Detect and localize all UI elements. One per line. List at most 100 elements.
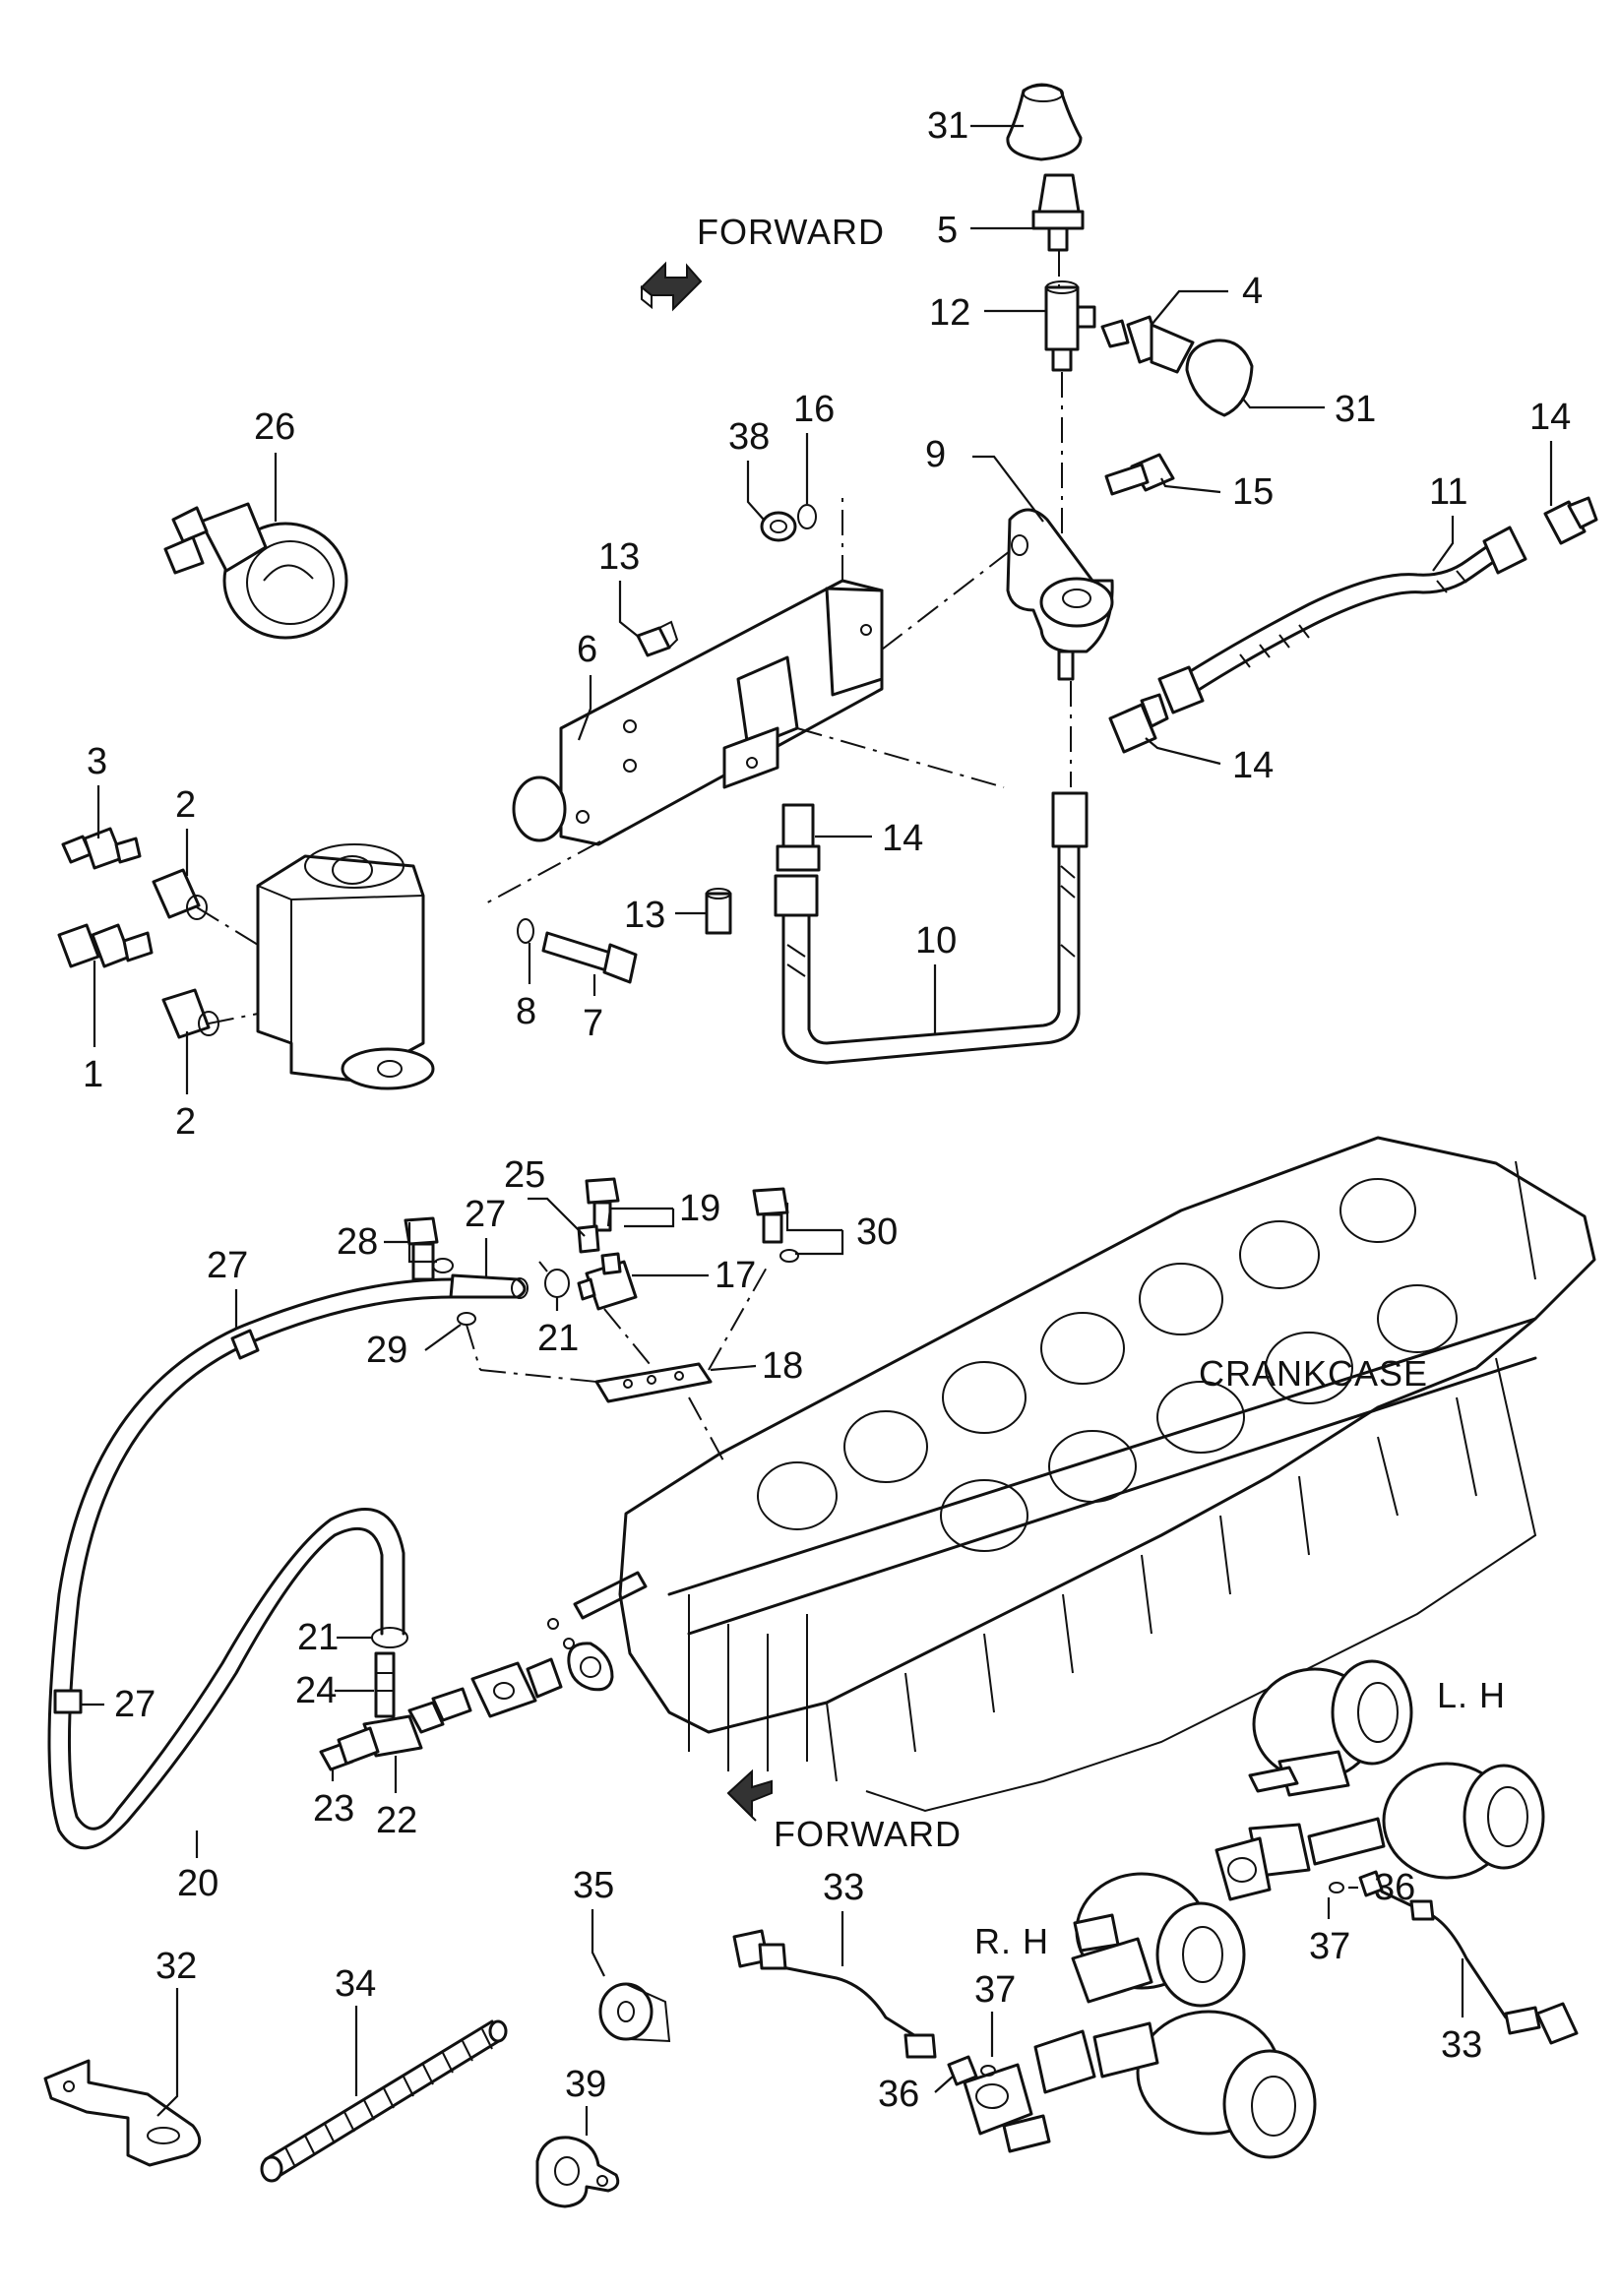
clamp-21-lower xyxy=(371,1627,408,1648)
washer-29 xyxy=(457,1312,476,1326)
pin-rod xyxy=(547,1571,648,1649)
callout-13: 13 xyxy=(598,536,640,578)
nut-38 xyxy=(760,511,797,542)
fitting-14-lower xyxy=(776,803,821,872)
callout-4: 4 xyxy=(1242,271,1263,312)
callout-13: 13 xyxy=(624,895,665,936)
flange-fitting xyxy=(470,1657,563,1718)
callout-32: 32 xyxy=(156,1946,197,1987)
spring-34 xyxy=(260,2019,508,2183)
tee-22 xyxy=(362,1687,472,1758)
callout-37: 37 xyxy=(1309,1926,1350,1967)
callout-10: 10 xyxy=(915,920,957,962)
callout-35: 35 xyxy=(573,1865,614,1906)
callout-7: 7 xyxy=(583,1003,603,1044)
callout-3: 3 xyxy=(87,741,107,782)
crankcase-label: CRANKCASE xyxy=(1199,1353,1428,1394)
callout-18: 18 xyxy=(762,1345,803,1387)
cap-31-lower xyxy=(1185,339,1254,417)
gauge-26 xyxy=(163,502,348,640)
callout-14: 14 xyxy=(882,818,923,859)
callout-29: 29 xyxy=(366,1330,407,1371)
plug-13-upper xyxy=(636,620,679,657)
cable-33-lh xyxy=(1380,1890,1579,2045)
cap-31-upper xyxy=(1006,83,1083,161)
sensor-36-rh xyxy=(947,2055,996,2086)
washer-8 xyxy=(517,918,534,944)
fitting-14-upper xyxy=(1543,496,1598,545)
leader-lines xyxy=(81,124,1553,2136)
callout-15: 15 xyxy=(1232,471,1274,513)
bolt-28 xyxy=(404,1216,454,1281)
fitting-17 xyxy=(577,1252,638,1311)
callout-17: 17 xyxy=(715,1255,756,1296)
adapter-2-lower xyxy=(161,988,219,1039)
callout-31: 31 xyxy=(927,105,968,147)
plug-23 xyxy=(319,1726,380,1771)
callout-1: 1 xyxy=(83,1054,103,1095)
callout-8: 8 xyxy=(516,991,536,1032)
callout-9: 9 xyxy=(925,434,946,475)
callout-25: 25 xyxy=(504,1154,545,1196)
callout-34: 34 xyxy=(335,1963,376,2005)
switch-1 xyxy=(57,923,154,968)
callout-2: 2 xyxy=(175,784,196,826)
switch-3 xyxy=(61,827,142,870)
callout-39: 39 xyxy=(565,2064,606,2105)
callout-28: 28 xyxy=(337,1221,378,1263)
callout-37: 37 xyxy=(974,1969,1016,2011)
hose-10 xyxy=(774,791,1089,1065)
washer-16 xyxy=(797,504,817,529)
lh-label: L. H xyxy=(1437,1675,1506,1715)
callout-36: 36 xyxy=(1374,1867,1415,1908)
turbo-lh-lower xyxy=(1214,1762,1545,1901)
callout-5: 5 xyxy=(937,210,958,251)
cable-33-rh xyxy=(732,1929,937,2059)
callout-21: 21 xyxy=(297,1617,339,1658)
sensor-5 xyxy=(1031,173,1085,287)
callout-11: 11 xyxy=(1429,471,1467,513)
callout-2: 2 xyxy=(175,1101,196,1143)
pipe-27-end xyxy=(449,1273,529,1299)
rh-label: R. H xyxy=(974,1921,1049,1961)
callout-33: 33 xyxy=(1441,2024,1482,2066)
callout-27: 27 xyxy=(207,1245,248,1286)
callout-19: 19 xyxy=(679,1188,720,1229)
fitting-24 xyxy=(374,1651,396,1718)
callout-14: 14 xyxy=(1529,397,1571,438)
nut-25 xyxy=(577,1224,600,1254)
turbo-rh-lower xyxy=(963,1937,1317,2159)
callout-23: 23 xyxy=(313,1788,354,1830)
forward-label-bottom: FORWARD xyxy=(774,1814,962,1854)
plug-13-lower xyxy=(705,888,732,935)
callout-26: 26 xyxy=(254,406,295,448)
callout-21: 21 xyxy=(537,1318,579,1359)
callout-36: 36 xyxy=(878,2074,919,2115)
bolt-19 xyxy=(585,1177,620,1232)
callout-27: 27 xyxy=(465,1194,506,1235)
forward-arrow-bottom xyxy=(726,1769,773,1822)
callout-38: 38 xyxy=(728,416,770,458)
callout-22: 22 xyxy=(376,1800,417,1841)
callout-6: 6 xyxy=(577,629,597,670)
hose-11 xyxy=(1157,526,1527,714)
bracket-32 xyxy=(43,2059,202,2167)
bracket-6 xyxy=(481,492,1011,906)
clamp-39 xyxy=(535,2136,620,2208)
callout-31: 31 xyxy=(1335,389,1376,430)
callout-27: 27 xyxy=(114,1684,156,1725)
forward-arrow-top xyxy=(640,261,703,312)
turbo-lh-upper xyxy=(1252,1659,1413,1797)
sensor-4 xyxy=(1100,315,1195,374)
callout-24: 24 xyxy=(295,1670,337,1711)
valve-block xyxy=(196,843,435,1090)
adapter-12 xyxy=(1044,280,1096,581)
bolt-15 xyxy=(1104,453,1175,496)
bracket-9 xyxy=(1006,508,1114,787)
callout-33: 33 xyxy=(823,1867,864,1908)
callout-numbers: 31 5 12 4 31 26 38 16 9 15 11 14 13 6 14… xyxy=(83,105,1571,2115)
callout-30: 30 xyxy=(856,1211,898,1253)
pipe-20 xyxy=(47,1277,453,1850)
gasket-flange xyxy=(567,1642,614,1692)
